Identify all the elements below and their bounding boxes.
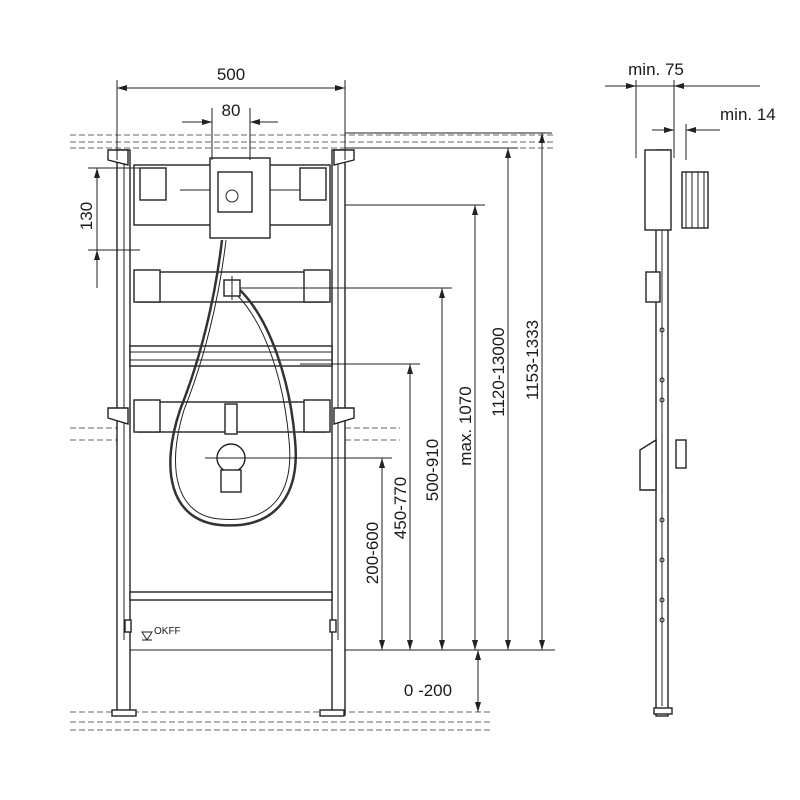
label-width-500: 500 (217, 65, 245, 84)
dimension-200-600: 200-600 (363, 458, 385, 650)
label-500-910: 500-910 (423, 439, 442, 501)
floor-hatch-bottom (70, 711, 490, 731)
cross-bar-middle (129, 345, 333, 367)
label-width-80: 80 (222, 101, 241, 120)
label-min-14: min. 14 (720, 105, 776, 124)
wall-hatch-top (70, 134, 555, 149)
connector-fitting (223, 276, 241, 300)
label-450-770: 450-770 (391, 477, 410, 539)
label-min-75: min. 75 (628, 60, 684, 79)
label-okff: OKFF (154, 626, 181, 637)
flush-valve-box (133, 157, 331, 239)
label-1120-13000: 1120-13000 (489, 327, 508, 417)
label-0-200: 0 -200 (404, 681, 452, 700)
dimension-min-75: min. 75 (608, 60, 700, 158)
dimension-1153-1333: 1153-1333 (523, 133, 545, 650)
label-200-600: 200-600 (363, 522, 382, 584)
dimension-reference-lines (232, 132, 552, 459)
frame-side (639, 149, 709, 717)
dimension-1120-13000: 1120-13000 (489, 148, 511, 650)
dimension-500: 500 (116, 65, 346, 160)
dimension-max-1070: max. 1070 (456, 205, 478, 650)
dimension-450-770: 450-770 (391, 364, 413, 650)
dimension-80: 80 (182, 101, 278, 160)
label-height-130: 130 (77, 202, 96, 230)
label-max-1070: max. 1070 (456, 386, 475, 465)
frame-front (107, 149, 355, 717)
dimension-130: 130 (77, 167, 140, 288)
dimension-500-910: 500-910 (423, 288, 445, 650)
dimension-min-14: min. 14 (652, 105, 776, 160)
dimension-0-200: 0 -200 (404, 650, 481, 712)
label-1153-1333: 1153-1333 (523, 320, 542, 400)
flush-hose (169, 239, 297, 527)
okff-marker: OKFF (141, 626, 181, 641)
